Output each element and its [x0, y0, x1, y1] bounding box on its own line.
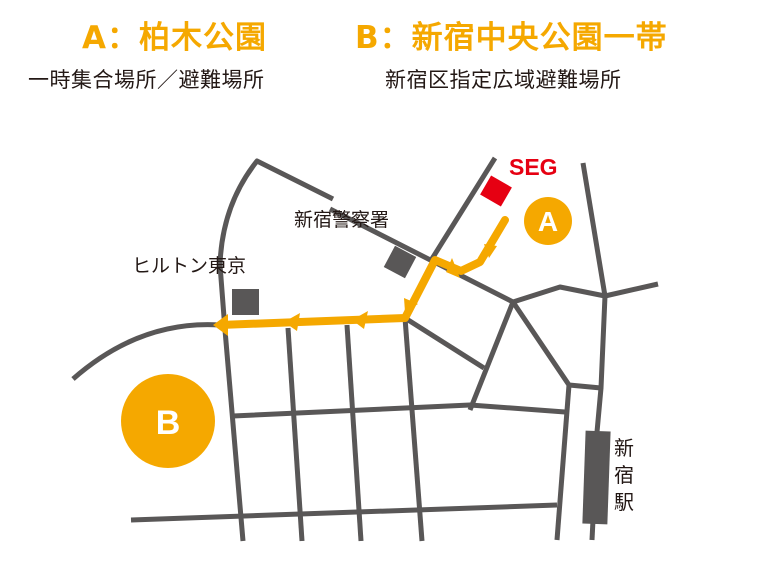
hilton-building-icon [232, 289, 259, 315]
station-building-icon [582, 430, 611, 525]
road-bend-diag [403, 315, 486, 371]
police-label: 新宿警察署 [294, 209, 390, 231]
evacuation-route [216, 216, 509, 329]
site-b-subtitle: 新宿区指定広域避難場所 [385, 68, 622, 92]
road-v3 [344, 324, 364, 542]
arrow-icon [352, 311, 368, 329]
marker-b: B [121, 374, 215, 468]
road-h2 [130, 502, 558, 523]
road-v4 [402, 317, 425, 542]
station-label: 新宿駅 [614, 436, 634, 514]
road-east-second [554, 384, 572, 541]
hilton-label: ヒルトン東京 [132, 255, 247, 277]
route-arrows [213, 244, 497, 336]
seg-label: SEG [509, 154, 558, 180]
road-h1 [232, 402, 566, 419]
svg-text:A: A [538, 206, 558, 237]
site-a-title: A：柏木公園 [82, 20, 267, 56]
svg-text:B: B [156, 404, 181, 442]
seg-building-icon [480, 175, 512, 207]
arrow-icon [284, 313, 300, 331]
arrow-icon [404, 298, 418, 312]
road-v1 [222, 329, 246, 542]
road-west-curve [71, 315, 406, 381]
arrow-icon [446, 258, 460, 278]
road-junction-se [510, 300, 602, 391]
arrow-icon [484, 244, 497, 258]
arrow-icon [213, 314, 228, 336]
road-v2 [285, 327, 305, 542]
site-a-subtitle: 一時集合場所／避難場所 [28, 68, 265, 92]
police-building-icon [383, 245, 417, 279]
road-northwest-curve [217, 158, 335, 331]
road-junction-sw [467, 301, 516, 411]
site-b-title: B：新宿中央公園一帯 [355, 20, 668, 56]
buildings [232, 245, 611, 525]
marker-a: A [524, 197, 572, 245]
road-east-main [580, 162, 608, 433]
road-seg-diag [427, 156, 498, 264]
